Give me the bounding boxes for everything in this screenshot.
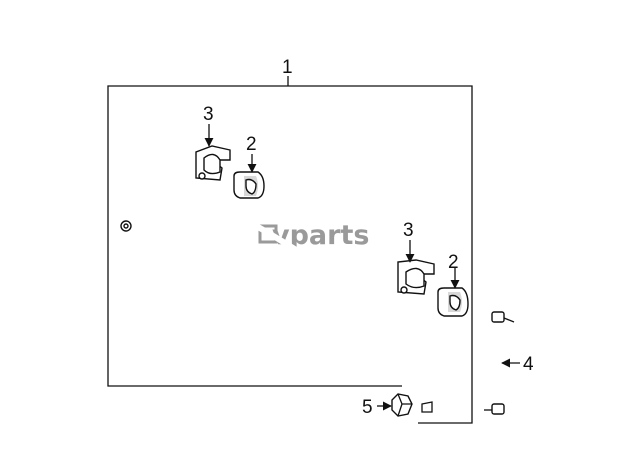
callout-3-left: 3 (203, 104, 214, 125)
callout-5: 5 (362, 397, 373, 418)
bushing-left-icon (233, 171, 265, 199)
stabilizer-link-icon (484, 311, 515, 415)
bushing-right-icon (437, 287, 469, 317)
callout-4: 4 (523, 354, 534, 375)
assembly-frame (107, 85, 473, 424)
stabilizer-bar (120, 204, 434, 413)
callout-1: 1 (282, 57, 293, 78)
nut-icon (391, 393, 413, 417)
callout-2-left: 2 (246, 134, 257, 155)
bracket-left-icon (195, 145, 231, 181)
callout-2-right: 2 (448, 252, 459, 273)
bracket-right-icon (397, 259, 435, 295)
callout-3-right: 3 (403, 220, 414, 241)
watermark-logo-icon (258, 224, 278, 244)
